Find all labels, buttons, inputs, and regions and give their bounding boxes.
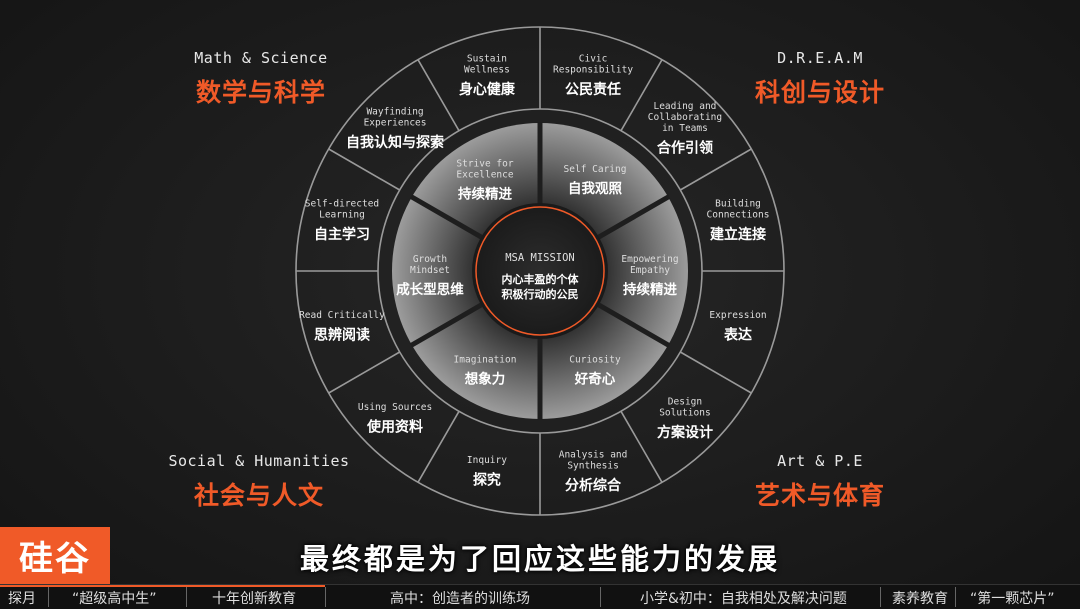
category-zh-label: 艺术与体育 <box>754 481 885 510</box>
inner-segment-label-zh: 成长型思维 <box>396 281 464 298</box>
nav-item[interactable]: “第一颗芯片” <box>970 591 1055 607</box>
inner-divider <box>594 300 671 348</box>
brand-logo: 硅谷 <box>0 527 110 584</box>
center-title: MSA MISSION <box>505 252 575 264</box>
inner-segment-label-en: Mindset <box>410 265 450 276</box>
outer-segment-label-zh: 方案设计 <box>657 424 713 441</box>
outer-segment-label-en: Design <box>668 396 702 407</box>
category-dream: D.R.E.A.M 科创与设计 <box>710 49 930 109</box>
outer-divider <box>417 59 460 132</box>
inner-divider <box>409 300 486 348</box>
video-subtitle: 最终都是为了回应这些能力的发展 <box>299 542 780 576</box>
outer-segment-label-en: Learning <box>319 209 365 220</box>
outer-segment-label-en: Read Critically <box>299 310 385 321</box>
category-social-humanities: Social & Humanities 社会与人文 <box>149 452 369 512</box>
inner-segment-label-en: Growth <box>413 254 447 265</box>
outer-divider <box>679 351 752 394</box>
inner-segment-label-en: Strive for <box>456 158 513 169</box>
core-ring <box>475 206 605 336</box>
category-en-label: Social & Humanities <box>168 452 350 470</box>
outer-divider <box>620 410 663 483</box>
outer-segment-label-en: Responsibility <box>553 64 633 75</box>
outer-divider <box>328 351 401 394</box>
outer-segment-label-zh: 建立连接 <box>710 226 766 243</box>
outer-segment-label-en: Connections <box>707 209 770 220</box>
inner-segment-label-en: Self Caring <box>564 164 627 175</box>
inner-divider <box>594 194 671 242</box>
inner-segment-label-zh: 自我观照 <box>568 180 622 197</box>
outer-segment-label-en: in Teams <box>662 123 708 134</box>
outer-segment-label-zh: 合作引领 <box>657 140 713 157</box>
inner-segment-label-zh: 持续精进 <box>458 185 512 202</box>
outer-segment-label-en: Wayfinding <box>366 107 423 118</box>
outer-segment-label-zh: 分析综合 <box>565 477 622 494</box>
outer-divider <box>620 59 663 132</box>
outer-segment-label-en: Collaborating <box>648 112 722 123</box>
nav-item[interactable]: 小学&初中：自我相处及解决问题 <box>640 591 847 607</box>
inner-segment-label-en: Empowering <box>621 254 678 265</box>
outer-segment-label-zh: 自主学习 <box>314 226 370 243</box>
nav-item[interactable]: 探月 <box>8 591 36 607</box>
outer-segment-label-en: Wellness <box>464 64 510 75</box>
inner-segment-label-en: Curiosity <box>569 355 621 366</box>
outer-segment-label-en: Synthesis <box>567 461 618 472</box>
outer-segment-label-en: Solutions <box>659 407 710 418</box>
outer-segment-label-en: Expression <box>709 310 766 321</box>
core-fill <box>472 203 608 339</box>
outer-segment-label-zh: 自我认知与探索 <box>346 134 444 151</box>
outer-segment-label-en: Sustain <box>467 53 507 64</box>
category-math-science: Math & Science 数学与科学 <box>151 49 371 109</box>
outer-segment-label-zh: 公民责任 <box>565 81 621 98</box>
outer-divider <box>679 148 752 191</box>
center-line-1: 内心丰盈的个体 <box>502 272 580 286</box>
category-en-label: Math & Science <box>194 49 328 67</box>
category-en-label: Art & P.E <box>777 452 863 470</box>
inner-segment-label-en: Imagination <box>454 355 517 366</box>
inner-segment-label-en: Excellence <box>456 169 513 180</box>
category-zh-label: 社会与人文 <box>193 481 324 510</box>
outer-segment-label-en: Experiences <box>364 118 427 129</box>
nav-item[interactable]: “超级高中生” <box>72 591 157 607</box>
outer-segment-label-en: Using Sources <box>358 402 432 413</box>
category-zh-label: 数学与科学 <box>195 78 326 107</box>
outer-segment-label-zh: 探究 <box>473 472 501 489</box>
outer-divider <box>328 148 401 191</box>
outer-segment-label-en: Inquiry <box>467 455 507 466</box>
nav-item[interactable]: 十年创新教育 <box>212 591 296 607</box>
category-zh-label: 科创与设计 <box>754 78 885 107</box>
nav-item[interactable]: 高中：创造者的训练场 <box>390 591 530 607</box>
nav-item[interactable]: 素养教育 <box>892 591 948 607</box>
category-art-pe: Art & P.E 艺术与体育 <box>710 452 930 512</box>
progress-indicator <box>0 585 325 587</box>
inner-segment-label-zh: 想象力 <box>464 371 506 388</box>
outer-segment-label-en: Leading and <box>653 101 716 112</box>
category-en-label: D.R.E.A.M <box>777 49 863 67</box>
outer-segment-label-en: Civic <box>579 53 608 64</box>
outer-segment-label-en: Building <box>715 198 761 209</box>
inner-segment-label-zh: 持续精进 <box>623 281 677 298</box>
inner-segment-label-zh: 好奇心 <box>574 371 616 388</box>
outer-segment-label-zh: 身心健康 <box>459 81 516 98</box>
inner-segment-label-en: Empathy <box>630 265 670 276</box>
outer-segment-label-en: Self-directed <box>305 198 379 209</box>
outer-segment-label-zh: 表达 <box>723 327 752 344</box>
outer-segment-label-zh: 使用资料 <box>366 418 423 435</box>
outer-segment-label-en: Analysis and <box>559 450 628 461</box>
outer-segment-label-zh: 思辨阅读 <box>314 327 370 344</box>
center-line-2: 积极行动的公民 <box>502 287 579 301</box>
inner-divider <box>409 194 486 242</box>
outer-divider <box>417 410 460 483</box>
chapter-nav-bar: 探月 “超级高中生” 十年创新教育 高中：创造者的训练场 小学&初中：自我相处及… <box>0 584 1080 609</box>
